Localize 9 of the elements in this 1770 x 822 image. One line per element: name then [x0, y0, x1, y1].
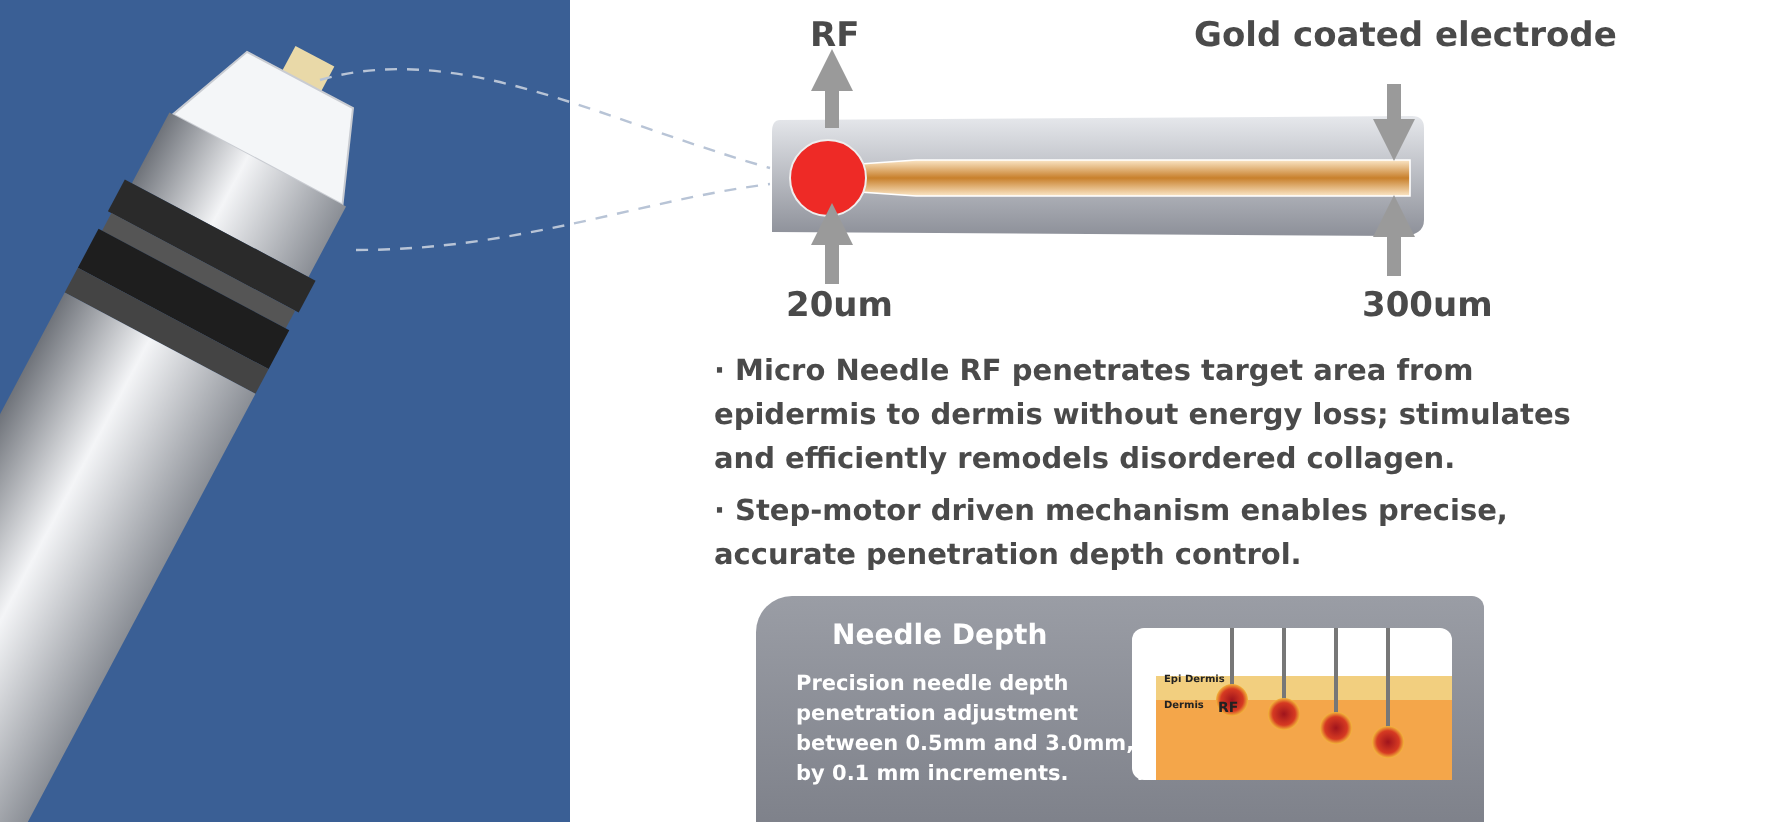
dimension-label: 20um — [786, 286, 893, 326]
panel-text: Precision needle depth penetration adjustment between 0.5mm and 3.0mm, by 0.1 mm increments. — [796, 670, 1136, 790]
panel-title: Needle Depth — [832, 620, 1048, 652]
part-label: Gold coated electrode — [1194, 16, 1617, 56]
bullet-paragraph: · Step-motor driven mechanism enables precise, accurate penetration depth control. — [714, 494, 1510, 576]
info-panel — [756, 596, 1484, 822]
dimension-label: 300um — [1362, 286, 1493, 326]
part-label: RF — [810, 16, 860, 56]
bullet-paragraph: · Micro Needle RF penetrates target area from epidermis to dermis without energy loss; stimulates and efficiently remodels disordered collagen. — [714, 354, 1573, 480]
